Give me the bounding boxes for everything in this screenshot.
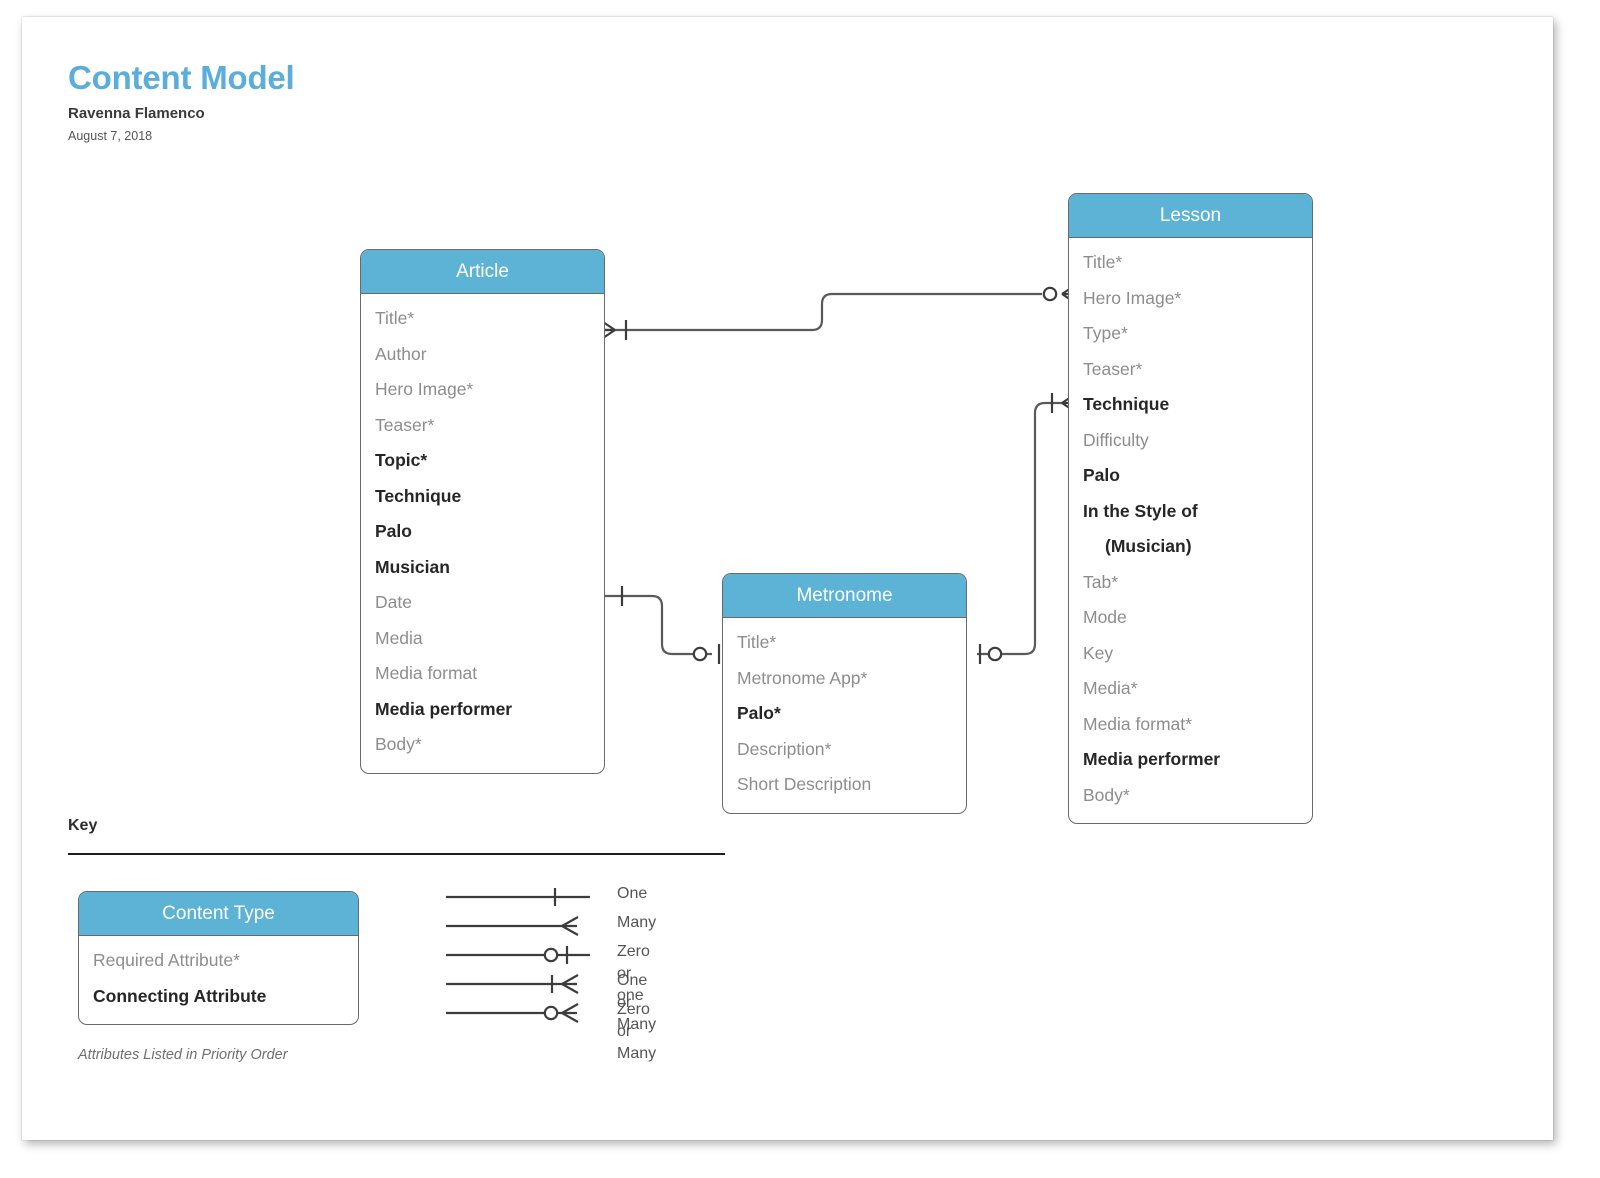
attribute-row: Mode bbox=[1083, 607, 1127, 627]
attribute-row: (Musician) bbox=[1105, 536, 1192, 556]
key-divider bbox=[68, 853, 725, 855]
entity-metronome[interactable]: Metronome Title* Metronome App* Palo* De… bbox=[722, 573, 967, 814]
many-icon bbox=[446, 916, 579, 936]
attribute-row: Body* bbox=[1083, 784, 1130, 805]
attribute-row: Teaser* bbox=[375, 414, 435, 435]
attribute-row: Body* bbox=[375, 734, 422, 754]
attribute-row: Hero Image* bbox=[375, 379, 474, 399]
attribute-row: Required Attribute* bbox=[93, 950, 240, 970]
attribute-row: Key bbox=[1083, 642, 1114, 663]
one-or-many-icon bbox=[446, 974, 579, 994]
zero-or-one-icon bbox=[446, 946, 590, 964]
legend-label: Zero or one bbox=[617, 943, 650, 1004]
attribute-row: Connecting Attribute bbox=[93, 985, 267, 1006]
entity-lesson-title: Lesson bbox=[1069, 194, 1312, 238]
entity-article-attributes: Title* Author Hero Image* Teaser* Topic*… bbox=[361, 294, 604, 773]
symbol-zero-circle bbox=[1042, 286, 1058, 302]
attribute-row: Media performer bbox=[1083, 749, 1221, 769]
legend-label: Zero or Many bbox=[617, 1001, 657, 1062]
attribute-row: Media format* bbox=[1083, 713, 1192, 734]
one-icon bbox=[446, 888, 590, 906]
attribute-row: Musician bbox=[375, 556, 450, 577]
attribute-row: In the Style of bbox=[1083, 500, 1198, 521]
attribute-row: Description* bbox=[737, 738, 832, 759]
key-sample-entity-title: Content Type bbox=[79, 892, 358, 936]
symbol-zero-circle bbox=[987, 646, 1003, 662]
attribute-row: Type* bbox=[1083, 323, 1128, 343]
connector-article-metronome bbox=[604, 594, 712, 656]
attribute-row: Short Description bbox=[737, 774, 872, 794]
entity-lesson-attributes: Title* Hero Image* Type* Teaser* Techniq… bbox=[1069, 238, 1312, 823]
attribute-row: Technique bbox=[1083, 394, 1170, 414]
attribute-row: Media format bbox=[375, 663, 478, 683]
attribute-row: Teaser* bbox=[1083, 358, 1143, 379]
attribute-row: Media bbox=[375, 627, 423, 648]
entity-article[interactable]: Article Title* Author Hero Image* Teaser… bbox=[360, 249, 605, 774]
legend-label: One or Many bbox=[617, 972, 657, 1033]
key-caption: Attributes Listed in Priority Order bbox=[78, 1047, 288, 1063]
attribute-row: Metronome App* bbox=[737, 667, 868, 688]
attribute-row: Technique bbox=[375, 485, 462, 506]
attribute-row: Palo* bbox=[737, 703, 781, 723]
entity-metronome-attributes: Title* Metronome App* Palo* Description*… bbox=[723, 618, 966, 813]
zero-or-many-icon bbox=[446, 1003, 579, 1023]
entity-lesson[interactable]: Lesson Title* Hero Image* Type* Teaser* … bbox=[1068, 193, 1313, 824]
attribute-row: Hero Image* bbox=[1083, 287, 1182, 308]
key-sample-attributes: Required Attribute* Connecting Attribute bbox=[79, 936, 358, 1024]
attribute-row: Media performer bbox=[375, 698, 513, 719]
attribute-row: Palo bbox=[1083, 465, 1120, 485]
attribute-row: Media* bbox=[1083, 678, 1138, 698]
connector-metronome-lesson bbox=[977, 401, 1062, 656]
document-date: August 7, 2018 bbox=[68, 129, 153, 143]
attribute-row: Title* bbox=[1083, 252, 1123, 272]
attribute-row: Tab* bbox=[1083, 571, 1119, 592]
attribute-row: Title* bbox=[375, 308, 415, 328]
connector-article-lesson bbox=[604, 292, 1042, 332]
document-subtitle: Ravenna Flamenco bbox=[68, 105, 205, 122]
entity-metronome-title: Metronome bbox=[723, 574, 966, 618]
symbol-zero-circle bbox=[692, 646, 708, 662]
attribute-row: Title* bbox=[737, 632, 777, 652]
legend-label: Many bbox=[617, 914, 657, 931]
attribute-row: Difficulty bbox=[1083, 429, 1149, 450]
key-heading: Key bbox=[68, 817, 98, 834]
attribute-row: Date bbox=[375, 592, 412, 612]
attribute-row: Author bbox=[375, 343, 427, 364]
legend-label: One bbox=[617, 885, 648, 902]
page-title: Content Model bbox=[68, 59, 295, 96]
attribute-row: Palo bbox=[375, 521, 412, 541]
key-sample-entity: Content Type Required Attribute* Connect… bbox=[78, 891, 359, 1025]
entity-article-title: Article bbox=[361, 250, 604, 294]
attribute-row: Topic* bbox=[375, 450, 428, 470]
document-page: Content Model Ravenna Flamenco August 7,… bbox=[22, 17, 1553, 1140]
